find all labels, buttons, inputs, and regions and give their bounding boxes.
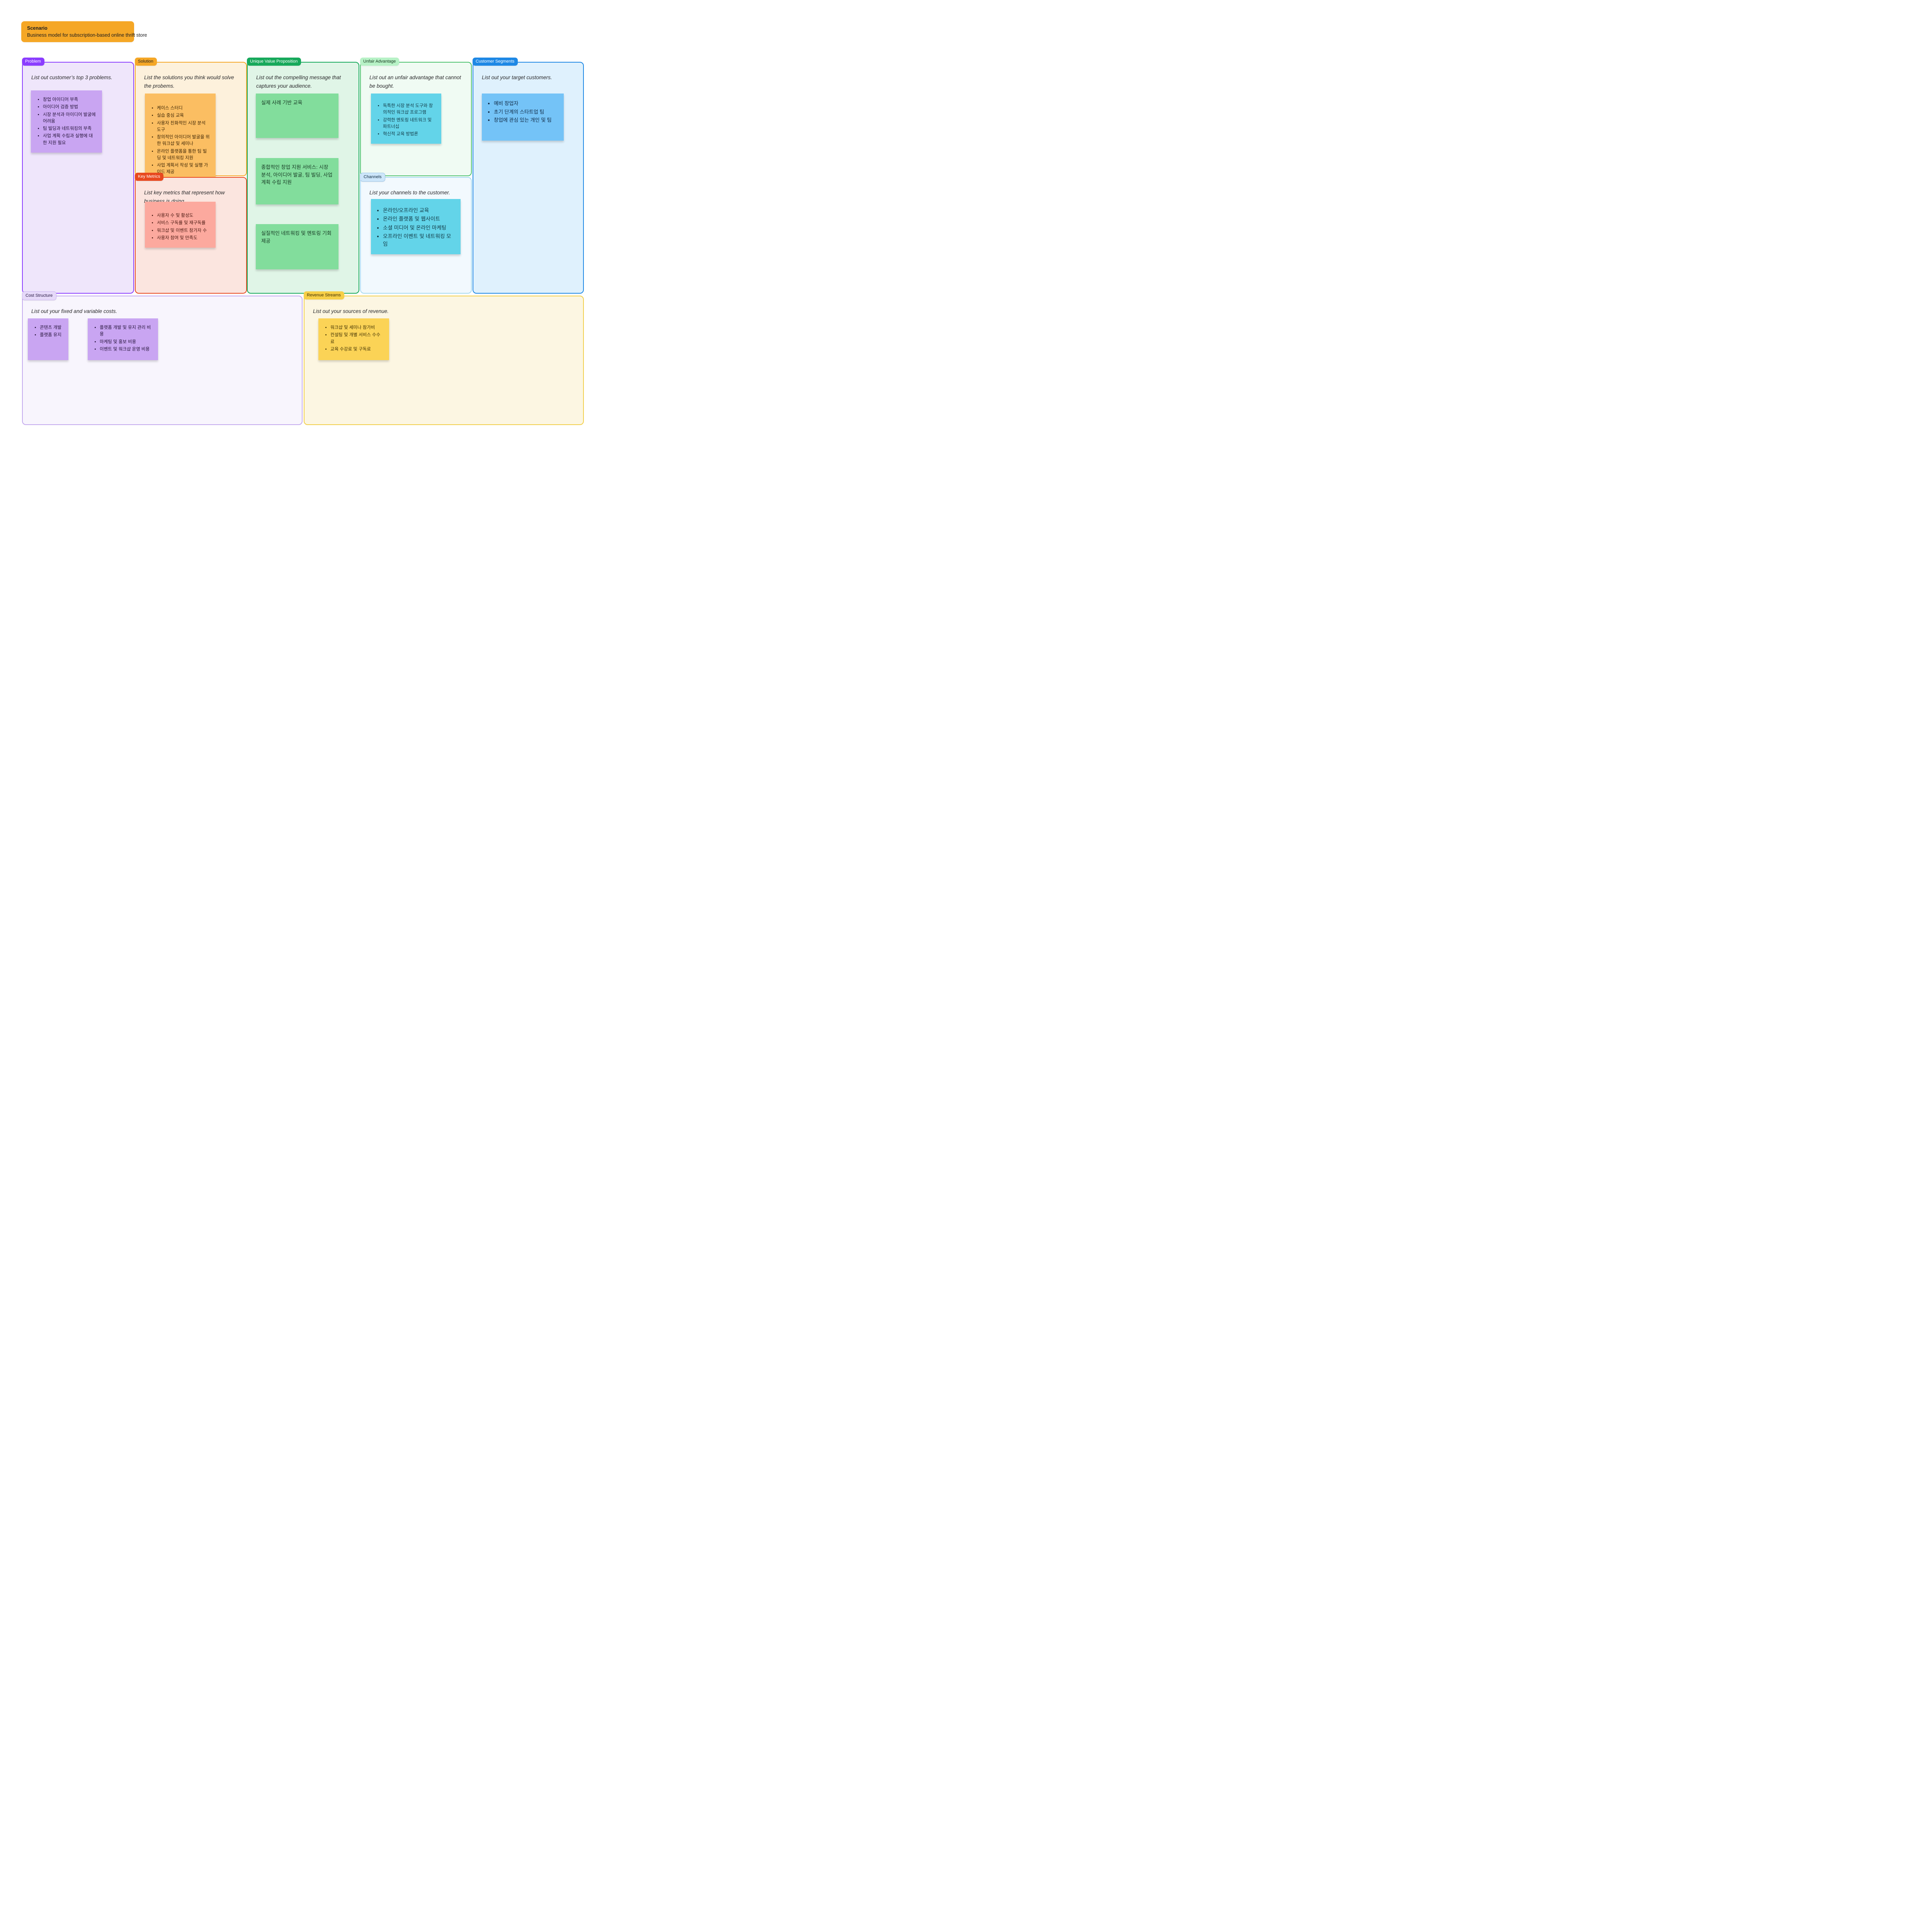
sticky-note-customer-segments[interactable]: 예비 창업자초기 단계의 스타트업 팀창업에 관심 있는 개인 및 팀 [482,94,564,141]
section-prompt-solution: List the solutions you think would solve… [144,75,234,89]
sticky-note-list: 워크샵 및 세미나 참가비컨설팅 및 개별 서비스 수수료교육 수강료 및 구독… [324,325,384,353]
section-badge-problem[interactable]: Problem [22,58,44,66]
section-badge-solution[interactable]: Solution [135,58,157,66]
section-prompt-problem: List out customer’s top 3 problems. [31,75,112,80]
section-prompt-unique-value-proposition: List out the compelling message that cap… [256,75,341,89]
sticky-note-list-item: 시장 분석과 아이디어 발굴에 어려움 [43,112,97,125]
section-badge-revenue-streams[interactable]: Revenue Streams [304,291,345,299]
section-revenue-streams[interactable]: Revenue Streams List out your sources of… [304,291,584,425]
sticky-note-list-item: 사용자 참여 및 만족도 [157,235,210,242]
section-prompt-unfair-advantage: List out an unfair advantage that cannot… [369,75,461,89]
sticky-note-solution[interactable]: 케이스 스터디실습 중심 교육사용자 친화적인 시장 분석 도구창의적인 아이디… [145,94,216,182]
section-badge-cost-structure[interactable]: Cost Structure [22,291,57,300]
sticky-note-list-item: 플랫폼 개발 및 유지 관리 비용 [100,325,153,338]
sticky-note-list: 온라인/오프라인 교육온라인 플랫폼 및 웹사이트소셜 미디어 및 온라인 마케… [376,207,455,248]
sticky-note-list-item: 초기 단계의 스타트업 팀 [494,108,558,116]
sticky-note-list-item: 온라인 플랫폼 및 웹사이트 [383,215,455,223]
section-problem[interactable]: Problem List out customer’s top 3 proble… [22,58,134,294]
sticky-note-list: 케이스 스터디실습 중심 교육사용자 친화적인 시장 분석 도구창의적인 아이디… [150,105,210,176]
section-badge-unique-value-proposition[interactable]: Unique Value Proposition [247,58,301,66]
sticky-note-list-item: 교육 수강료 및 구독료 [330,346,384,353]
sticky-note-uvp-3[interactable]: 실질적인 네트워킹 및 멘토링 기회 제공 [256,224,338,269]
sticky-note-list-item: 사용자 친화적인 시장 분석 도구 [157,120,210,134]
sticky-note-list-item: 창업 아이디어 부족 [43,97,97,103]
sticky-note-cost-2[interactable]: 플랫폼 개발 및 유지 관리 비용마케팅 및 홍보 비용이벤트 및 워크샵 운영… [88,318,158,360]
sticky-note-revenue[interactable]: 워크샵 및 세미나 참가비컨설팅 및 개별 서비스 수수료교육 수강료 및 구독… [318,318,389,360]
section-badge-unfair-advantage[interactable]: Unfair Advantage [360,58,400,66]
section-badge-key-metrics[interactable]: Key Metrics [135,173,164,181]
sticky-note-list-item: 아이디어 검증 방법 [43,104,97,111]
sticky-note-list: 사용자 수 및 활성도서비스 구독률 및 재구독률워크샵 및 이벤트 참가자 수… [150,213,210,242]
sticky-note-list-item: 오프라인 이벤트 및 네트워킹 모임 [383,233,455,248]
sticky-note-list-item: 온라인 플랫폼을 통한 팀 빌딩 및 네트워킹 지원 [157,148,210,162]
section-prompt-revenue-streams: List out your sources of revenue. [313,308,389,314]
sticky-note-list-item: 컨설팅 및 개별 서비스 수수료 [330,332,384,345]
sticky-note-list-item: 혁신적 교육 방법론 [383,131,436,138]
section-prompt-channels: List your channels to the customer. [369,190,450,196]
section-prompt-cost-structure: List out your fixed and variable costs. [31,308,117,314]
section-unfair-advantage[interactable]: Unfair Advantage List out an unfair adva… [360,58,472,176]
sticky-note-list-item: 창의적인 아이디어 발굴을 위한 워크샵 및 세미나 [157,134,210,148]
sticky-note-unfair-advantage[interactable]: 독특한 시장 분석 도구와 창의적인 워크샵 프로그램강력한 멘토링 네트워크 … [371,94,441,144]
sticky-note-list-item: 플랫폼 유지 [40,332,63,338]
sticky-note-list-item: 예비 창업자 [494,100,558,107]
sticky-note-list-item: 강력한 멘토링 네트워크 및 파트너십 [383,117,436,131]
sticky-note-uvp-2[interactable]: 종합적인 창업 지원 서비스: 시장 분석, 아이디어 발굴, 팀 빌딩, 사업… [256,158,338,204]
section-badge-customer-segments[interactable]: Customer Segments [473,58,518,66]
sticky-note-list-item: 이벤트 및 워크샵 운영 비용 [100,346,153,353]
section-customer-segments[interactable]: Customer Segments List out your target c… [473,58,584,294]
sticky-note-list-item: 케이스 스터디 [157,105,210,112]
sticky-note-list: 독특한 시장 분석 도구와 창의적인 워크샵 프로그램강력한 멘토링 네트워크 … [376,103,436,138]
section-cost-structure[interactable]: Cost Structure List out your fixed and v… [22,291,303,425]
sticky-note-list-item: 서비스 구독률 및 재구독률 [157,220,210,226]
sticky-note-list: 플랫폼 개발 및 유지 관리 비용마케팅 및 홍보 비용이벤트 및 워크샵 운영… [93,325,153,353]
sticky-note-list-item: 실습 중심 교육 [157,112,210,119]
section-unique-value-proposition[interactable]: Unique Value Proposition List out the co… [247,58,359,294]
section-key-metrics[interactable]: Key Metrics List key metrics that repres… [135,173,247,294]
section-solution[interactable]: Solution List the solutions you think wo… [135,58,247,182]
sticky-note-list-item: 독특한 시장 분석 도구와 창의적인 워크샵 프로그램 [383,103,436,116]
sticky-note-channels[interactable]: 온라인/오프라인 교육온라인 플랫폼 및 웹사이트소셜 미디어 및 온라인 마케… [371,199,461,255]
sticky-note-uvp-1[interactable]: 실제 사례 기반 교육 [256,94,338,138]
section-prompt-customer-segments: List out your target customers. [482,75,552,80]
sticky-note-key-metrics[interactable]: 사용자 수 및 활성도서비스 구독률 및 재구독률워크샵 및 이벤트 참가자 수… [145,202,216,248]
sticky-note-list-item: 소셜 미디어 및 온라인 마케팅 [383,224,455,232]
sticky-note-text: 실질적인 네트워킹 및 멘토링 기회 제공 [261,230,332,244]
sticky-note-text: 실제 사례 기반 교육 [261,100,303,105]
section-badge-channels[interactable]: Channels [360,173,386,182]
sticky-note-list-item: 워크샵 및 세미나 참가비 [330,325,384,331]
sticky-note-list-item: 콘텐츠 개발 [40,325,63,331]
sticky-note-list-item: 창업에 관심 있는 개인 및 팀 [494,116,558,124]
sticky-note-list-item: 사업 계획서 작성 및 실행 가이드 제공 [157,162,210,176]
sticky-note-list: 콘텐츠 개발플랫폼 유지 [33,325,63,339]
sticky-note-list: 예비 창업자초기 단계의 스타트업 팀창업에 관심 있는 개인 및 팀 [487,100,558,124]
scenario-card[interactable]: Scenario Business model for subscription… [21,21,147,42]
sticky-note-text: 종합적인 창업 지원 서비스: 시장 분석, 아이디어 발굴, 팀 빌딩, 사업… [261,164,333,185]
sticky-note-cost-1[interactable]: 콘텐츠 개발플랫폼 유지 [28,318,68,360]
sticky-note-list-item: 마케팅 및 홍보 비용 [100,339,153,345]
scenario-title: Scenario [27,26,48,31]
lean-canvas-board: Scenario Business model for subscription… [0,0,606,446]
sticky-note-list-item: 온라인/오프라인 교육 [383,207,455,214]
scenario-description: Business model for subscription-based on… [27,32,147,38]
sticky-note-list: 창업 아이디어 부족아이디어 검증 방법시장 분석과 아이디어 발굴에 어려움팀… [36,97,97,146]
sticky-note-problem[interactable]: 창업 아이디어 부족아이디어 검증 방법시장 분석과 아이디어 발굴에 어려움팀… [31,90,102,153]
sticky-note-list-item: 사용자 수 및 활성도 [157,213,210,219]
sticky-note-list-item: 팀 빌딩과 네트워킹의 부족 [43,126,97,132]
sticky-note-list-item: 워크샵 및 이벤트 참가자 수 [157,228,210,234]
section-channels[interactable]: Channels List your channels to the custo… [360,173,472,294]
sticky-note-list-item: 사업 계획 수립과 실행에 대한 지원 필요 [43,133,97,146]
